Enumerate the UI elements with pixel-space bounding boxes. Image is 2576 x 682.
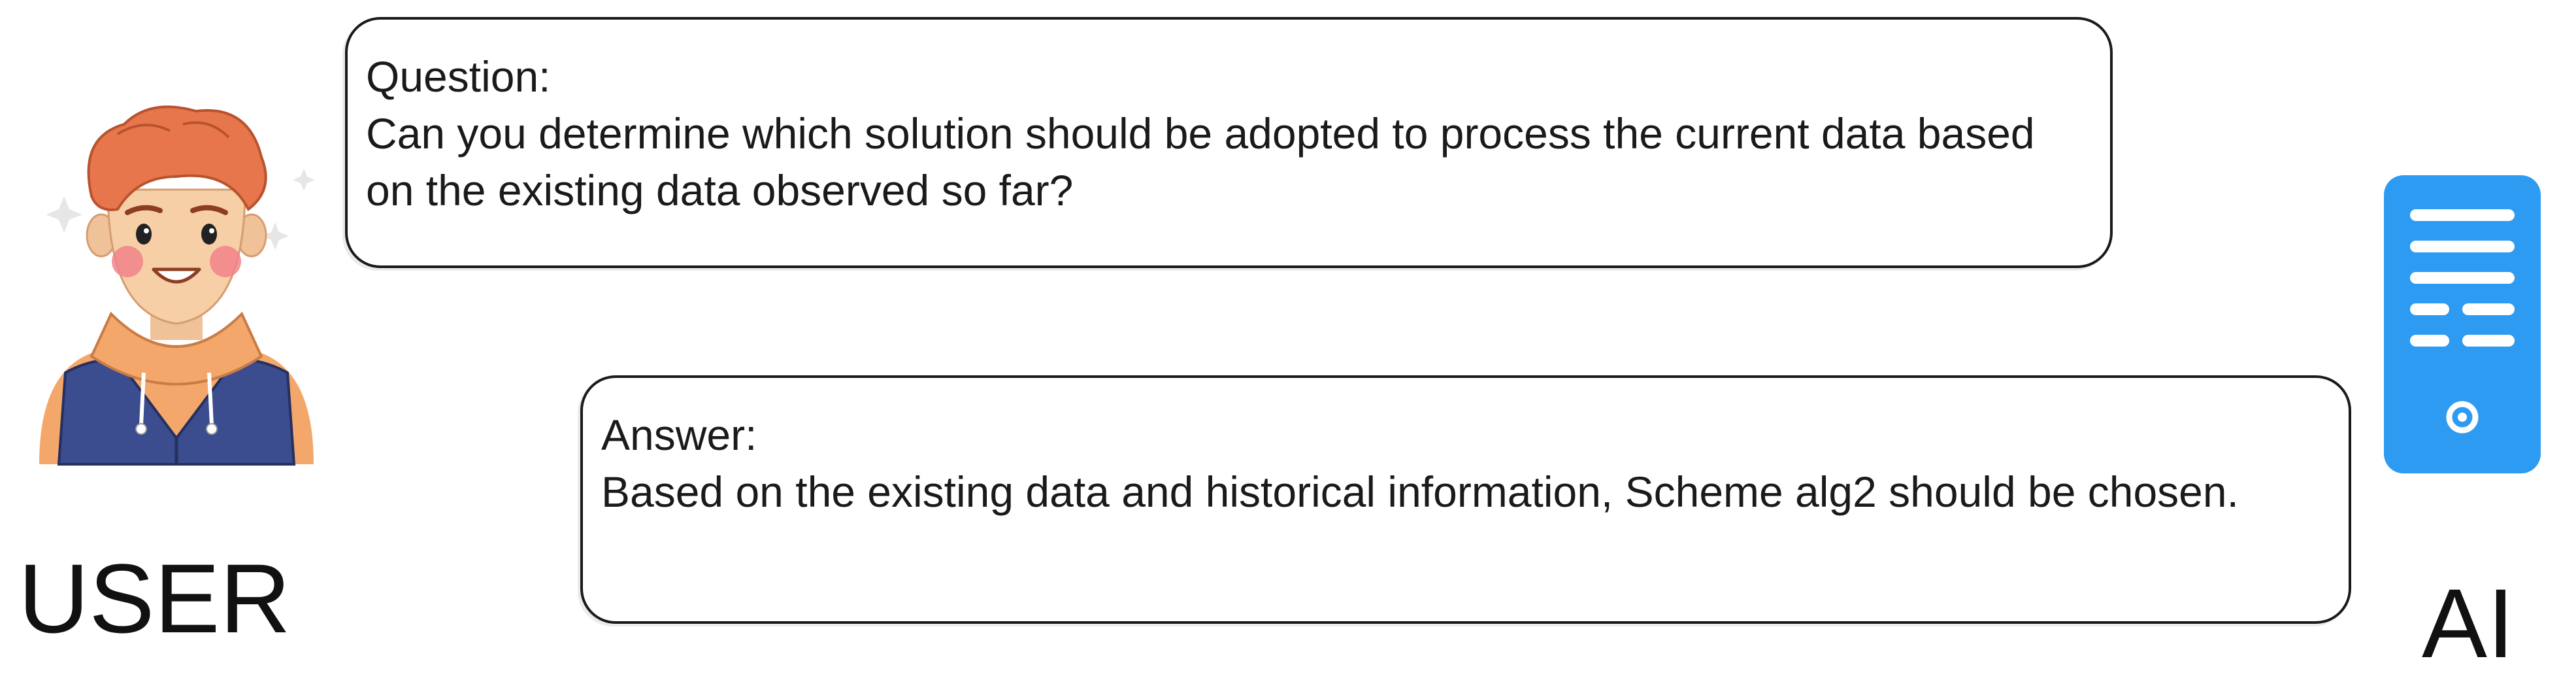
question-heading: Question: xyxy=(366,52,551,101)
question-bubble: Question: Can you determine which soluti… xyxy=(345,17,2113,268)
server-device-icon xyxy=(2384,175,2541,473)
question-text: Can you determine which solution should … xyxy=(366,109,2035,215)
answer-text: Based on the existing data and historica… xyxy=(601,468,2239,517)
answer-heading: Answer: xyxy=(601,411,757,459)
user-avatar-icon xyxy=(39,105,315,466)
ai-label: AI xyxy=(2422,568,2515,678)
user-label: USER xyxy=(18,543,291,653)
answer-bubble: Answer: Based on the existing data and h… xyxy=(580,375,2351,624)
